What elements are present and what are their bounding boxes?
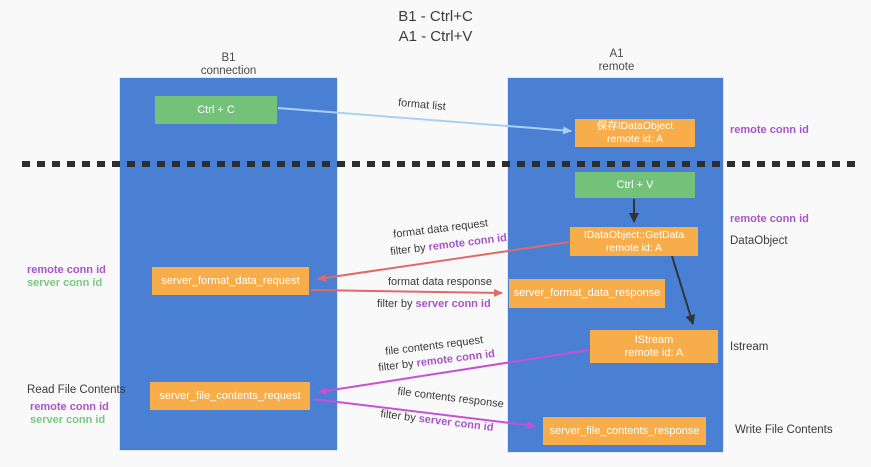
filter-by-text: filter by	[377, 298, 416, 310]
server-conn-id-label-left2: server conn id	[30, 414, 106, 426]
server-conn-id-inline: server conn id	[415, 298, 491, 310]
dataobject-label: DataObject	[730, 235, 788, 247]
server-format-data-request-label: server_format_data_request	[161, 274, 300, 287]
left-lane-role: connection	[200, 65, 257, 77]
file-contents-response-edge-label: file contents response	[396, 385, 505, 411]
format-data-response-edge-label: format data response	[388, 276, 492, 288]
remote-conn-id-label-mid: remote conn id	[730, 213, 809, 225]
ctrl-c-label: Ctrl + C	[197, 103, 235, 116]
diagram-title: B1 - Ctrl+C A1 - Ctrl+V	[0, 7, 871, 47]
ctrl-v-node: Ctrl + V	[575, 172, 695, 198]
left-lane-name: B1	[221, 52, 236, 64]
title-line-2: A1 - Ctrl+V	[398, 28, 473, 45]
format-request-to-response-arrow	[310, 288, 503, 297]
read-file-contents-label: Read File Contents	[27, 384, 126, 396]
server-file-contents-response-node: server_file_contents_response	[543, 417, 706, 445]
save-idataobject-node: 保存IDataObject remote id: A	[575, 119, 695, 147]
left-lane-header: B1 connection	[170, 52, 287, 78]
filter-by-text: filter by	[389, 241, 430, 259]
copy-paste-divider	[22, 161, 860, 167]
istream-node: IStream remote id: A	[590, 330, 718, 363]
istream-line2: remote id: A	[624, 346, 684, 359]
server-conn-id-label-left1: server conn id	[27, 277, 103, 289]
getdata-line1: IDataObject::GetData	[583, 228, 685, 241]
getdata-line2: remote id: A	[605, 241, 663, 254]
server-file-contents-response-label: server_file_contents_response	[549, 424, 700, 437]
getdata-node: IDataObject::GetData remote id: A	[570, 227, 698, 256]
istream-line1: IStream	[634, 333, 674, 346]
remote-conn-id-label-left1: remote conn id	[27, 264, 106, 276]
file-contents-response-filter-label: filter by server conn id	[380, 408, 494, 435]
server-file-contents-request-node: server_file_contents_request	[150, 382, 310, 410]
format-list-edge-label: format list	[397, 96, 447, 114]
right-lane-role: remote	[598, 61, 635, 73]
server-file-contents-request-label: server_file_contents_request	[159, 389, 301, 402]
remote-conn-id-label-top: remote conn id	[730, 124, 809, 136]
server-format-data-response-label: server_format_data_response	[513, 287, 661, 299]
filter-by-text: filter by	[379, 408, 420, 425]
format-data-response-filter-label: filter by server conn id	[377, 298, 491, 311]
server-format-data-request-node: server_format_data_request	[152, 267, 309, 295]
right-lane-header: A1 remote	[558, 48, 675, 74]
save-idataobject-line1: 保存IDataObject	[596, 120, 674, 132]
write-file-contents-label: Write File Contents	[735, 424, 833, 436]
remote-conn-id-label-left2: remote conn id	[30, 401, 109, 413]
istream-side-label: Istream	[730, 341, 769, 353]
filter-by-text: filter by	[377, 357, 418, 375]
server-format-data-response-node: server_format_data_response	[509, 279, 665, 308]
save-idataobject-line2: remote id: A	[606, 133, 664, 145]
server-conn-id-inline: server conn id	[417, 412, 495, 434]
title-line-1: B1 - Ctrl+C	[398, 8, 473, 25]
right-lane-name: A1	[609, 48, 624, 60]
ctrl-c-node: Ctrl + C	[155, 96, 277, 124]
ctrl-v-label: Ctrl + V	[616, 178, 654, 191]
